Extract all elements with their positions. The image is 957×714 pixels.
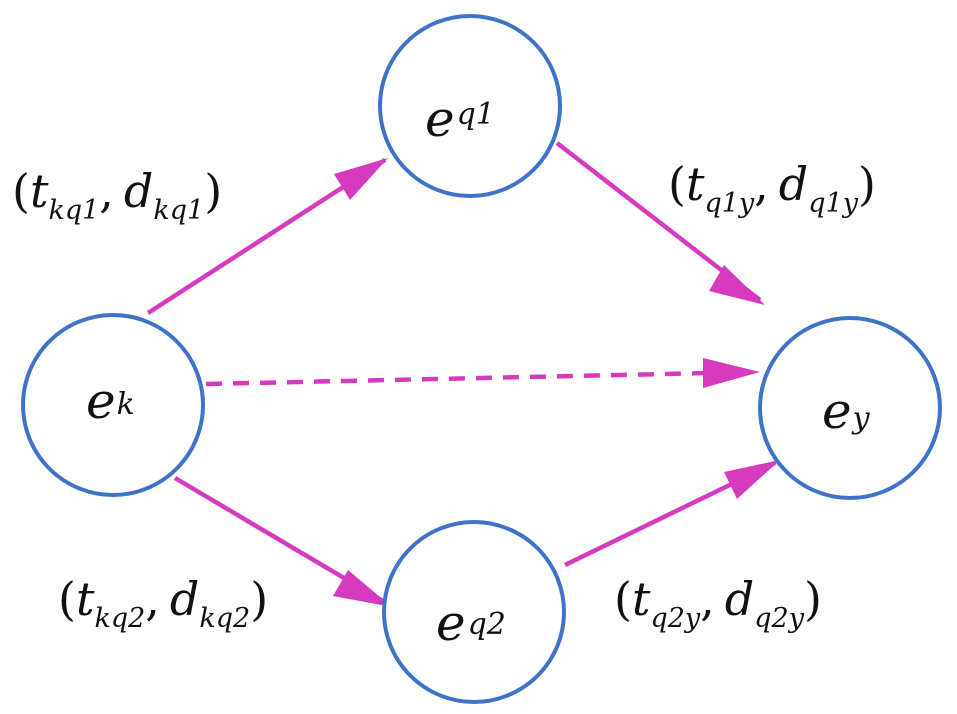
label-kq1-close: ) <box>204 164 222 218</box>
label-kq2-sep: , <box>145 572 160 626</box>
label-q1y-t: t <box>686 157 705 211</box>
edge-label-kq2: (tkq2,dkq2) <box>58 572 268 634</box>
label-q1y-sep: , <box>754 157 769 211</box>
node-ek: ek <box>21 313 205 497</box>
label-q2y-t-sub: q2y <box>650 603 700 634</box>
edge-label-q1y: (tq1y,dq1y) <box>668 157 876 219</box>
svg-text:ey: ey <box>822 382 871 440</box>
label-kq2-t-sub: kq2 <box>94 603 145 634</box>
svg-text:eq1: eq1 <box>425 90 495 148</box>
label-kq2-open: ( <box>58 572 76 626</box>
arrowhead-eq1-ey <box>709 265 765 305</box>
label-q2y-close: ) <box>804 572 822 626</box>
label-kq1-t: t <box>30 164 49 218</box>
label-q2y-d-sub: q2y <box>754 603 804 634</box>
arrowhead-eq2-ey <box>724 460 780 499</box>
label-q1y-d-sub: q1y <box>808 188 858 219</box>
label-kq2-t: t <box>76 572 95 626</box>
label-kq1-sep: , <box>99 164 114 218</box>
label-q2y-d: d <box>725 572 754 626</box>
label-q1y-t-sub: q1y <box>704 188 754 219</box>
node-ey: ey <box>758 316 942 500</box>
node-ey-main: e <box>822 382 852 440</box>
node-eq2: eq2 <box>382 520 566 704</box>
node-ek-sub: k <box>117 387 135 422</box>
label-kq2-close: ) <box>250 572 268 626</box>
label-kq1-t-sub: kq1 <box>48 195 99 226</box>
svg-text:eq2: eq2 <box>436 594 506 652</box>
arrowhead-ek-eq2 <box>333 570 392 607</box>
node-eq1-sub: q1 <box>457 97 495 132</box>
label-kq1-d: d <box>124 164 153 218</box>
svg-text:ek: ek <box>86 372 135 430</box>
node-eq2-main: e <box>436 594 466 652</box>
arrowhead-ek-eq1 <box>334 158 388 200</box>
label-q1y-d: d <box>779 157 808 211</box>
arrowhead-ek-ey <box>703 358 760 388</box>
label-q2y-open: ( <box>614 572 632 626</box>
label-q1y-open: ( <box>668 157 686 211</box>
label-q2y-t: t <box>632 572 651 626</box>
node-eq1-main: e <box>425 90 455 148</box>
edge-ek-ey-dashed <box>205 370 711 387</box>
label-kq2-d-sub: kq2 <box>199 603 250 634</box>
node-ek-main: e <box>86 372 116 430</box>
edge-label-q2y: (tq2y,dq2y) <box>614 572 822 634</box>
node-ey-sub: y <box>851 401 871 436</box>
edge-label-kq1: (tkq1,dkq1) <box>12 164 222 226</box>
label-kq2-d: d <box>170 572 199 626</box>
label-q2y-sep: , <box>700 572 715 626</box>
label-kq1-open: ( <box>12 164 30 218</box>
node-eq1: eq1 <box>378 14 562 198</box>
label-q1y-close: ) <box>858 157 876 211</box>
label-kq1-d-sub: kq1 <box>153 195 204 226</box>
edges <box>146 141 780 607</box>
node-eq2-sub: q2 <box>468 607 506 642</box>
